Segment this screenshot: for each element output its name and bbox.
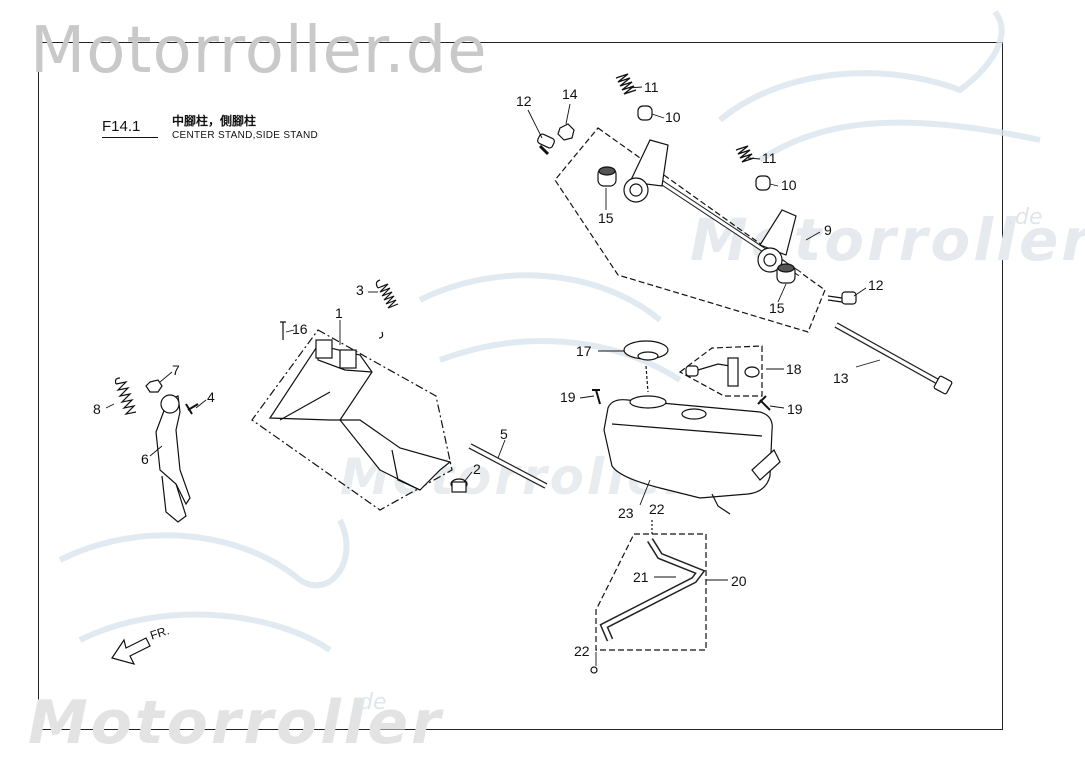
callout-15-left: 15 [598,210,614,226]
callout-22-upper: 22 [649,501,665,517]
title-chinese: 中腳柱，側腳柱 [172,114,257,128]
callout-17: 17 [576,343,592,359]
callout-3: 3 [356,282,364,298]
watermark-bottom: Motorroller [28,688,444,758]
side-stand-spring [114,377,137,415]
callout-5: 5 [500,426,508,442]
callout-10-lower: 10 [781,177,797,193]
spring-upper [615,73,637,95]
figure-code-underline [102,137,158,138]
callout-4: 4 [207,389,215,405]
pin [280,321,286,340]
callout-8: 8 [93,401,101,417]
watermark-top: Motorroller.de [30,14,488,88]
callout-22-lower: 22 [574,643,590,659]
center-stand [268,344,452,491]
screw-left [592,389,601,405]
callout-21: 21 [633,569,649,585]
callout-15-right: 15 [769,300,785,316]
collar-lower [755,175,771,191]
callout-16: 16 [292,321,308,337]
scooter-watermark-icon [58,10,1041,653]
bolt-upper-left [537,133,555,156]
callout-9: 9 [824,222,832,238]
side-stand [155,395,191,506]
watermark-bottom-suffix: .de [352,690,387,715]
callout-12-right: 12 [868,277,884,293]
callout-14: 14 [562,86,578,102]
callout-23: 23 [618,505,634,521]
callout-11-lower: 11 [762,150,777,166]
figure-code: F14.1 [102,118,141,135]
front-direction-arrow-icon [111,637,151,665]
side-stand-nut [145,379,163,393]
nut-upper [557,123,575,141]
callout-6: 6 [141,451,149,467]
watermark-right-suffix: .de [1008,205,1043,230]
stand-spring [375,279,399,339]
callout-19-left: 19 [560,389,576,405]
diagram-frame [38,42,1003,730]
collar-upper [637,105,653,121]
callout-10-upper: 10 [665,109,681,125]
spring-lower [735,145,755,163]
callout-12-upper: 12 [516,93,532,109]
left-lever [629,139,669,187]
callout-11-upper: 11 [644,79,659,95]
callout-2: 2 [473,461,481,477]
screw-right [757,395,771,411]
shaft-assembly-group-outline [554,127,826,333]
callout-20: 20 [731,573,747,589]
callout-7: 7 [172,362,180,378]
center-stand-group-outline [251,329,453,511]
side-stand-bolt [185,403,199,415]
callout-1: 1 [335,305,343,321]
callout-13: 13 [833,370,849,386]
reservoir-tank [603,399,773,499]
bolt-right [827,291,857,305]
callout-18: 18 [786,361,802,377]
callout-19-right: 19 [787,401,803,417]
title-english: CENTER STAND,SIDE STAND [172,130,318,141]
hose-group-outline [595,533,707,651]
